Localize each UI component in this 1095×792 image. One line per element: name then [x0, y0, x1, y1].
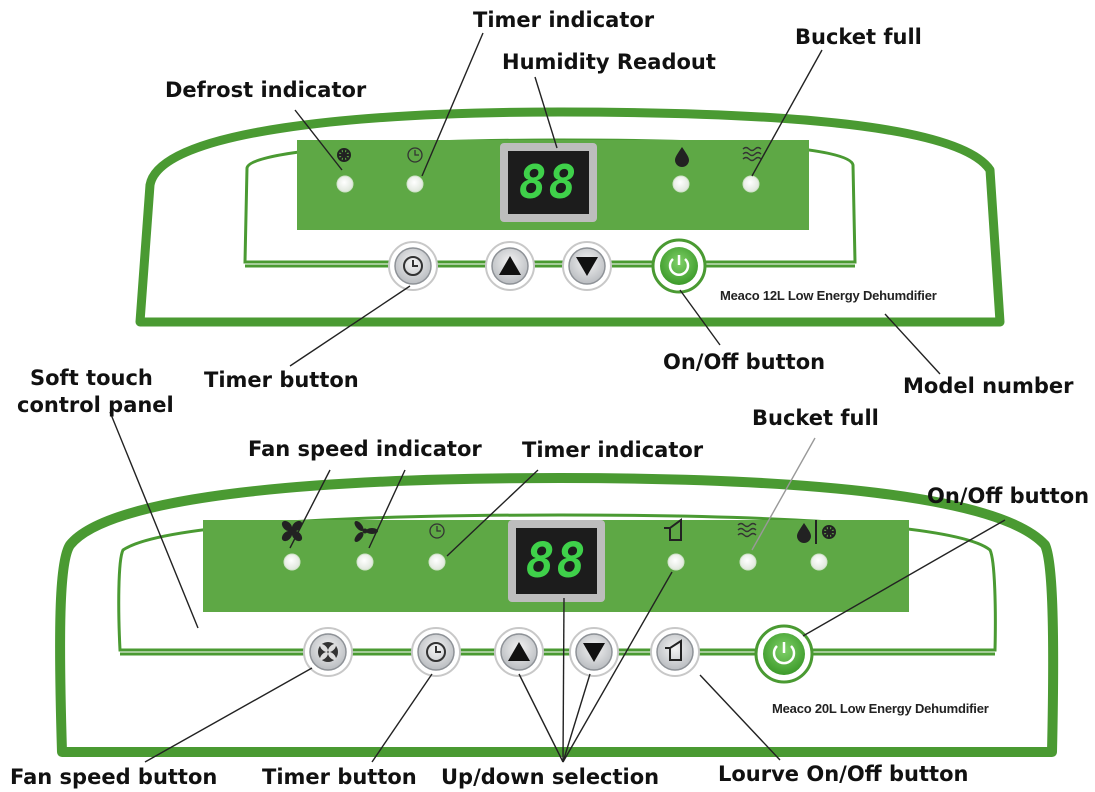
leader-fan-speed-indicator-b	[368, 469, 406, 549]
top-timer-button[interactable]	[388, 241, 438, 291]
top-power-button[interactable]	[651, 238, 707, 294]
leader-on-off-top	[679, 289, 721, 346]
droplet-snowflake-icon	[797, 520, 836, 544]
label-on-off-button-top: On/Off button	[663, 350, 826, 374]
label-on-off-button-bottom: On/Off button	[927, 484, 1090, 508]
humidity-led	[672, 175, 690, 193]
leader-timer-indicator-bottom	[446, 469, 539, 557]
top-up-button[interactable]	[485, 241, 535, 291]
snowflake-icon	[337, 148, 351, 162]
waves-icon	[742, 146, 762, 162]
label-timer-button-bottom: Timer button	[262, 765, 417, 789]
label-bucket-full-bottom: Bucket full	[752, 406, 879, 430]
leader-up-down-c	[562, 597, 565, 763]
leader-timer-button-bottom	[371, 673, 433, 763]
bottom-down-button[interactable]	[569, 627, 619, 677]
top-display-screen	[508, 151, 589, 214]
fan-high-led	[283, 553, 301, 571]
leader-timer-button-top	[289, 285, 411, 367]
label-humidity-readout: Humidity Readout	[502, 50, 716, 74]
label-defrost-indicator: Defrost indicator	[165, 78, 367, 102]
leader-defrost	[294, 109, 343, 171]
fan-low-icon	[354, 521, 378, 542]
defrost-led	[336, 175, 354, 193]
top-down-button[interactable]	[562, 241, 612, 291]
bottom-up-button[interactable]	[494, 627, 544, 677]
leader-fan-speed-indicator-a	[289, 469, 331, 549]
label-up-down-selection: Up/down selection	[441, 765, 660, 789]
bucket-full-led	[739, 553, 757, 571]
leader-up-down-b	[562, 673, 591, 763]
label-timer-indicator-bottom: Timer indicator	[522, 438, 704, 462]
bottom-control-panel	[55, 473, 1059, 757]
timer-led	[406, 175, 424, 193]
leader-up-down-a	[518, 673, 564, 763]
bucket-full-led	[742, 175, 760, 193]
leader-bucket-full-top	[751, 49, 823, 177]
label-timer-indicator-top: Timer indicator	[473, 8, 655, 32]
top-humidity-display: 88	[518, 155, 579, 209]
label-bucket-full-top: Bucket full	[795, 25, 922, 49]
label-soft-touch-line1: Soft touch	[30, 366, 153, 390]
humidity-defrost-led	[810, 553, 828, 571]
bottom-display-screen	[516, 528, 597, 594]
leader-soft-touch	[109, 411, 199, 629]
leader-up-down-d	[562, 571, 673, 763]
waves-icon	[737, 522, 757, 538]
louvre-led	[667, 553, 685, 571]
label-timer-button-top: Timer button	[204, 368, 359, 392]
leader-fan-speed-button[interactable]	[144, 667, 313, 763]
top-control-panel	[135, 107, 1005, 327]
leader-model-top	[884, 313, 941, 375]
label-model-number: Model number	[903, 374, 1074, 398]
top-model-text: Meaco 12L Low Energy Dehumdifier	[720, 288, 937, 303]
label-lourve-button: Lourve On/Off button	[718, 762, 969, 786]
bottom-fan-speed-button[interactable]	[303, 627, 353, 677]
leader-lines	[109, 32, 1006, 763]
label-fan-speed-indicator: Fan speed indicator	[248, 437, 482, 461]
clock-icon	[407, 147, 423, 163]
fan-low-led	[356, 553, 374, 571]
bottom-louvre-button[interactable]	[650, 627, 700, 677]
bottom-power-button[interactable]	[754, 624, 814, 684]
louvre-icon	[664, 518, 682, 541]
bottom-humidity-display: 88	[525, 533, 588, 589]
leader-on-off-bottom	[802, 519, 1006, 637]
droplet-icon	[675, 147, 689, 167]
leader-bucket-full-bottom	[751, 437, 816, 551]
clock-icon	[429, 523, 445, 539]
bottom-panel-inner-outline	[117, 513, 997, 652]
leader-timer-indicator-top	[421, 32, 484, 177]
leader-lourve-button[interactable]	[699, 674, 781, 761]
timer-led	[428, 553, 446, 571]
bottom-model-text: Meaco 20L Low Energy Dehumdifier	[772, 701, 989, 716]
bottom-timer-button[interactable]	[411, 627, 461, 677]
label-soft-touch-line2: control panel	[17, 393, 174, 417]
leader-humidity	[534, 76, 558, 149]
label-fan-speed-button: Fan speed button	[10, 765, 218, 789]
